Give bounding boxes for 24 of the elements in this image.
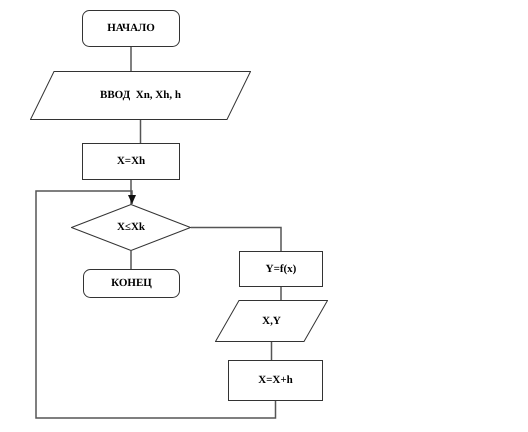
node-label: Y=f(x)	[266, 264, 296, 274]
connector-line	[280, 287, 282, 300]
decision-diamond	[71, 204, 191, 251]
process-box	[239, 251, 323, 287]
connector-line	[130, 47, 132, 71]
process-box	[82, 143, 180, 180]
node-label: X≤Xk	[116, 222, 146, 233]
node-label: X=X+h	[258, 375, 293, 386]
node-label: КОНЕЦ	[111, 278, 152, 289]
connector-line	[130, 180, 132, 204]
io-parallelogram	[215, 300, 328, 342]
process-box	[228, 360, 323, 401]
connector-line	[140, 120, 142, 143]
connector-line	[270, 342, 272, 360]
terminal-box	[82, 10, 180, 47]
arrow	[35, 190, 276, 419]
connector-line	[191, 226, 282, 251]
node-label: ВВОД Xn, Xh, h	[100, 90, 181, 101]
node-label: НАЧАЛО	[107, 23, 155, 34]
connector-line	[130, 251, 132, 269]
io-parallelogram	[30, 71, 251, 120]
terminal-box	[83, 269, 180, 298]
node-label: X=Xh	[116, 156, 146, 167]
node-label: X,Y	[262, 316, 281, 326]
